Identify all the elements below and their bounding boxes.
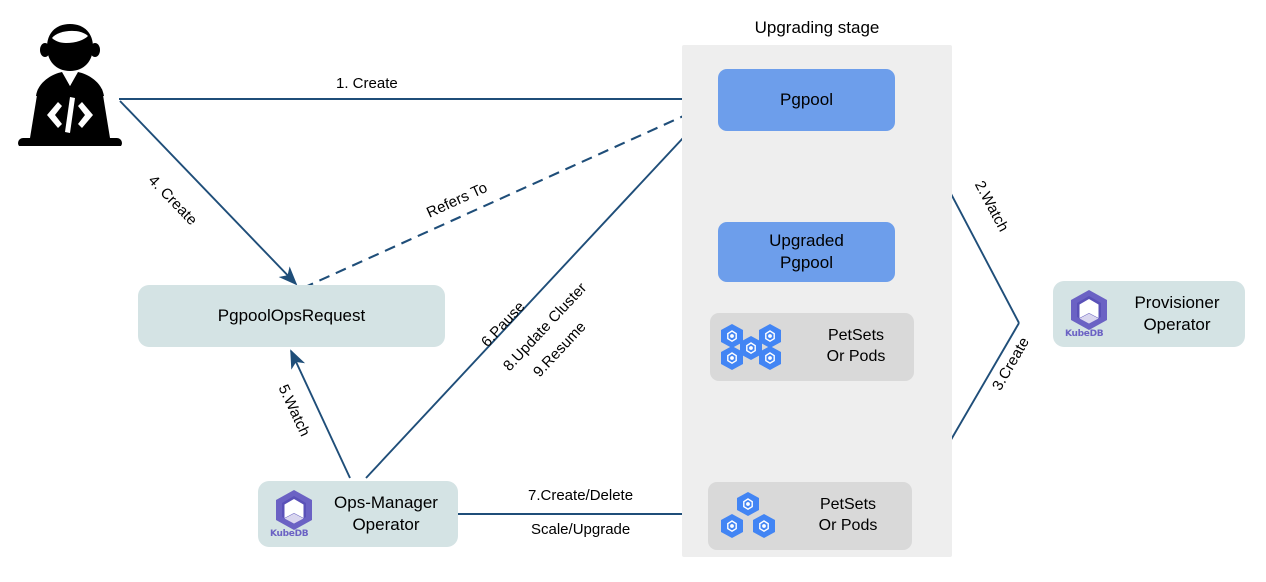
node-petsets-upper[interactable]: PetSets Or Pods: [710, 313, 914, 381]
node-petsets-upper-label: PetSets Or Pods: [804, 326, 914, 368]
node-ops-manager-operator[interactable]: KubeDB Ops-Manager Operator: [258, 481, 458, 547]
node-upgraded-pgpool-label-line1: Upgraded: [769, 230, 844, 250]
upgrading-stage-title: Upgrading stage: [754, 18, 880, 37]
developer-laptop-glyph: [18, 24, 122, 148]
edge-label-7-scale-upgrade: Scale/Upgrade: [531, 521, 631, 538]
kubedb-wordmark: KubeDB: [1065, 329, 1104, 340]
node-provisioner-operator-line2: Operator: [1143, 315, 1211, 334]
edge-label-2-watch: 2.Watch: [970, 178, 1012, 235]
node-upgraded-pgpool-label-line2: Pgpool: [780, 253, 833, 272]
node-upgraded-pgpool[interactable]: Upgraded Pgpool: [718, 222, 895, 282]
edge-4-create: [119, 100, 298, 286]
node-petsets-lower-line2: Or Pods: [818, 517, 878, 534]
node-petsets-lower-line1: PetSets: [819, 496, 877, 514]
kubedb-logo-icon: KubeDB: [268, 488, 320, 540]
node-petsets-lower-label: PetSets Or Pods: [790, 495, 912, 537]
pod-cluster-icons-five: [718, 322, 804, 372]
edge-label-5-watch: 5.Watch: [274, 382, 314, 440]
node-provisioner-operator-line1: Provisioner: [1134, 292, 1220, 312]
edge-label-refers-to: Refers To: [424, 179, 491, 222]
kubedb-hexagon-glyph: [1071, 290, 1107, 330]
kubedb-wordmark: KubeDB: [270, 529, 309, 540]
edge-label-7-create-delete: 7.Create/Delete: [528, 487, 634, 504]
node-petsets-upper-line2: Or Pods: [826, 348, 886, 365]
node-provisioner-operator-label: Provisioner Operator: [1115, 292, 1245, 336]
node-petsets-upper-line1: PetSets: [827, 327, 885, 345]
node-provisioner-operator[interactable]: KubeDB Provisioner Operator: [1053, 281, 1245, 347]
kubedb-hexagon-glyph: [276, 490, 312, 530]
node-pgpoolopsrequest[interactable]: PgpoolOpsRequest: [138, 285, 445, 347]
developer-laptop-icon: [14, 16, 126, 148]
node-pgpool-label: Pgpool: [780, 89, 833, 109]
pod-cluster-icons-three: [718, 490, 790, 542]
node-ops-manager-operator-line2: Operator: [352, 515, 420, 534]
edge-label-4-create: 4. Create: [144, 172, 201, 229]
edge-refers-to: [302, 103, 712, 289]
kubedb-logo-icon: KubeDB: [1063, 288, 1115, 340]
pods-hexagon-group-glyph: [721, 492, 775, 538]
node-ops-manager-operator-line1: Ops-Manager: [334, 492, 438, 512]
node-pgpool[interactable]: Pgpool: [718, 69, 895, 131]
edge-label-3-create: 3.Create: [989, 334, 1033, 394]
node-pgpoolopsrequest-label: PgpoolOpsRequest: [217, 305, 366, 325]
pods-hexagon-group-glyph: [721, 324, 781, 370]
node-petsets-lower[interactable]: PetSets Or Pods: [708, 482, 912, 550]
edge-label-1-create: 1. Create: [336, 75, 398, 92]
node-ops-manager-operator-label: Ops-Manager Operator: [320, 492, 458, 536]
